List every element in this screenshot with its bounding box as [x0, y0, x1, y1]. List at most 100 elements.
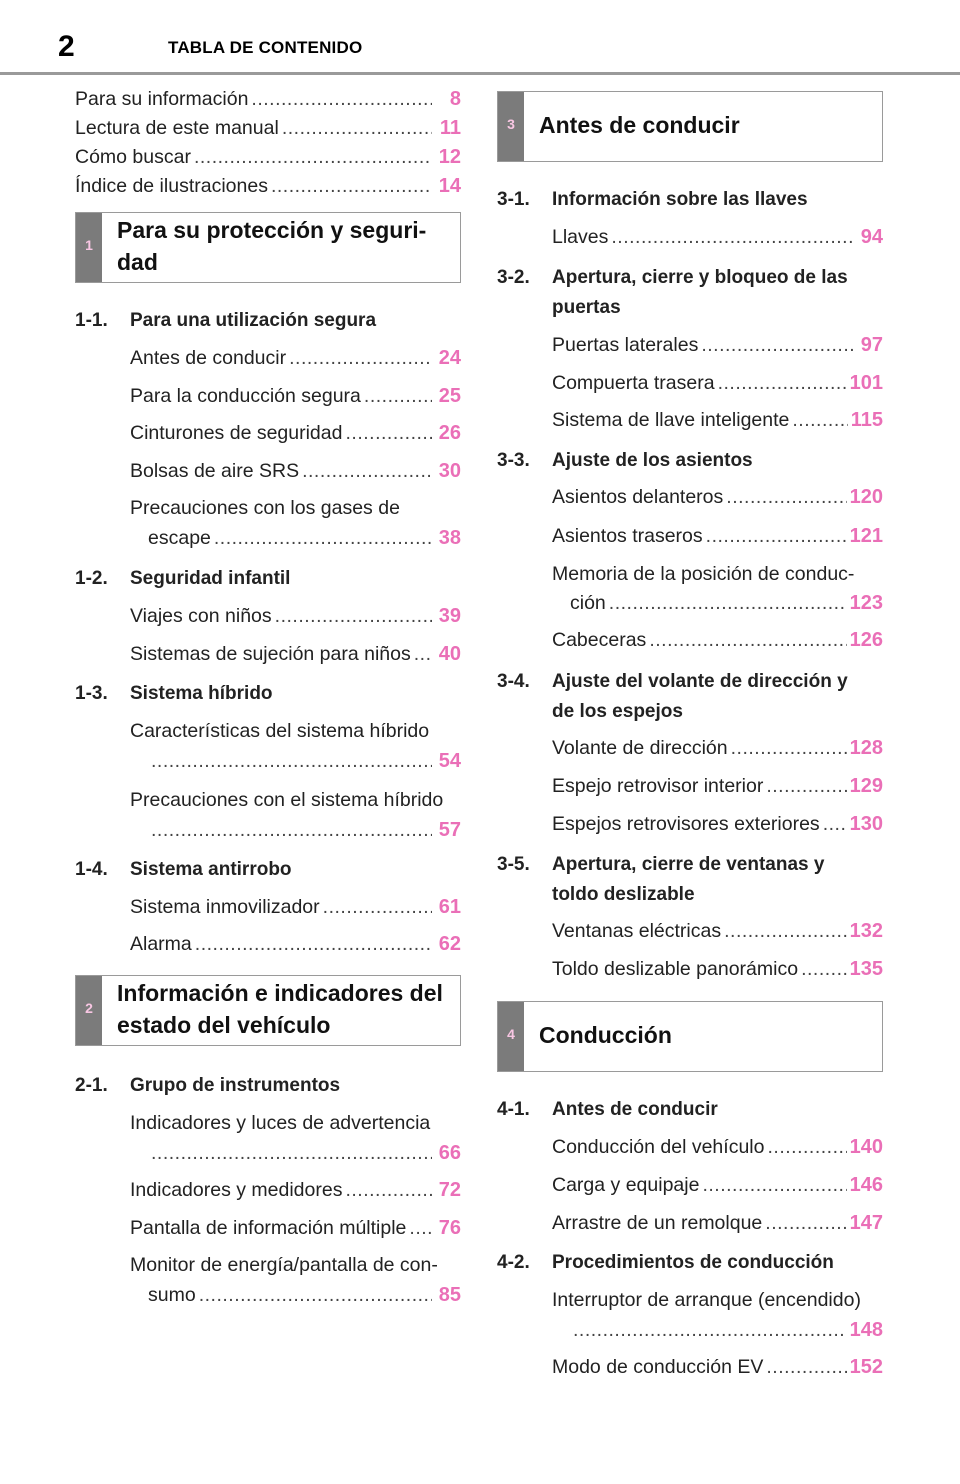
- section-heading: 3-3.Ajuste de los asientos: [497, 450, 753, 471]
- toc-entry[interactable]: Pantalla de información múltiple76: [130, 1216, 461, 1240]
- page-link: 140: [849, 1136, 883, 1158]
- chapter-title: estado del vehículo: [117, 1012, 331, 1038]
- page-link: 128: [849, 737, 883, 759]
- toc-entry[interactable]: Llaves94: [552, 225, 883, 249]
- toc-entry-line: Características del sistema híbrido: [130, 720, 430, 742]
- chapter-tab: 2: [76, 976, 102, 1045]
- toc-entry[interactable]: Espejo retrovisor interior129: [552, 774, 883, 798]
- section-heading: 3-1.Información sobre las llaves: [497, 189, 808, 210]
- page-link: 123: [849, 592, 883, 614]
- page-link: 57: [438, 819, 461, 841]
- page-link: 148: [849, 1319, 883, 1341]
- page-link: 76: [438, 1217, 461, 1239]
- chapter-tab: 1: [76, 213, 102, 282]
- page-link: 30: [438, 460, 461, 482]
- page-link: 152: [849, 1356, 883, 1378]
- toc-entry[interactable]: Indicadores y medidores72: [130, 1178, 461, 1202]
- section-heading: 1-3.Sistema híbrido: [75, 683, 273, 704]
- toc-entry[interactable]: Sistemas de sujeción para niños40: [130, 642, 461, 666]
- toc-entry[interactable]: 148: [570, 1318, 883, 1342]
- toc-entry[interactable]: Lectura de este manual11: [75, 116, 461, 140]
- page-link: 38: [438, 527, 461, 549]
- section-heading: 1-1.Para una utilización segura: [75, 310, 377, 331]
- page-link: 97: [860, 334, 883, 356]
- section-heading-cont: puertas: [552, 297, 621, 318]
- toc-entry-line: Interruptor de arranque (encendido): [552, 1289, 861, 1311]
- toc-entry[interactable]: Espejos retrovisores exteriores130: [552, 812, 883, 836]
- page-link: 66: [438, 1142, 461, 1164]
- section-heading: 1-2.Seguridad infantil: [75, 568, 291, 589]
- toc-entry[interactable]: 54: [148, 749, 461, 773]
- toc-entry[interactable]: Carga y equipaje146: [552, 1173, 883, 1197]
- section-heading: 2-1.Grupo de instrumentos: [75, 1075, 341, 1096]
- page-link: 14: [438, 175, 461, 197]
- chapter-title: dad: [117, 249, 158, 275]
- page-link: 61: [438, 896, 461, 918]
- chapter-title: Antes de conducir: [539, 112, 740, 138]
- section-heading: 1-4.Sistema antirrobo: [75, 859, 292, 880]
- page-link: 54: [438, 750, 461, 772]
- page-link: 121: [849, 525, 883, 547]
- toc-entry[interactable]: Para la conducción segura25: [130, 384, 461, 408]
- chapter-box-1: 1 Para su protección y seguri- dad: [75, 212, 461, 283]
- toc-entry-line: Memoria de la posición de conduc-: [552, 563, 855, 585]
- toc-entry[interactable]: sumo85: [148, 1283, 461, 1307]
- toc-entry[interactable]: Cabeceras126: [552, 628, 883, 652]
- chapter-tab: 4: [498, 1002, 524, 1071]
- toc-entry[interactable]: Compuerta trasera101: [552, 371, 883, 395]
- chapter-title: Conducción: [539, 1022, 672, 1048]
- toc-entry-line: Indicadores y luces de advertencia: [130, 1112, 431, 1134]
- toc-entry[interactable]: Puertas laterales97: [552, 333, 883, 357]
- toc-entry[interactable]: Conducción del vehículo140: [552, 1135, 883, 1159]
- page-link: 11: [439, 117, 461, 139]
- page-link: 72: [438, 1179, 461, 1201]
- section-heading-cont: toldo deslizable: [552, 884, 695, 905]
- toc-entry[interactable]: Asientos traseros121: [552, 524, 883, 548]
- page-link: 25: [438, 385, 461, 407]
- toc-entry[interactable]: 66: [148, 1141, 461, 1165]
- section-heading: 3-5.Apertura, cierre de ventanas y: [497, 854, 825, 875]
- toc-entry[interactable]: Antes de conducir24: [130, 346, 461, 370]
- page-number: 2: [58, 30, 75, 63]
- toc-entry[interactable]: Toldo deslizable panorámico135: [552, 957, 883, 981]
- toc-entry[interactable]: Para su información8: [75, 87, 461, 111]
- section-heading: 4-1.Antes de conducir: [497, 1099, 718, 1120]
- toc-entry[interactable]: Bolsas de aire SRS30: [130, 459, 461, 483]
- toc-entry[interactable]: Sistema inmovilizador61: [130, 895, 461, 919]
- page-link: 8: [449, 88, 461, 110]
- page-link: 135: [849, 958, 883, 980]
- toc-entry-line: Monitor de energía/pantalla de con-: [130, 1254, 438, 1276]
- toc-entry[interactable]: escape38: [148, 526, 461, 550]
- toc-entry[interactable]: Cinturones de seguridad26: [130, 421, 461, 445]
- page-link: 24: [438, 347, 461, 369]
- toc-entry[interactable]: Viajes con niños39: [130, 604, 461, 628]
- toc-entry[interactable]: 57: [148, 818, 461, 842]
- page-link: 129: [849, 775, 883, 797]
- page-link: 62: [438, 933, 461, 955]
- toc-entry[interactable]: ción123: [570, 591, 883, 615]
- page-link: 101: [849, 372, 883, 394]
- toc-entry[interactable]: Ventanas eléctricas132: [552, 919, 883, 943]
- chapter-box-3: 3 Antes de conducir: [497, 91, 883, 162]
- chapter-title: Información e indicadores del: [117, 980, 443, 1006]
- toc-entry[interactable]: Índice de ilustraciones14: [75, 174, 461, 198]
- toc-entry[interactable]: Cómo buscar12: [75, 145, 461, 169]
- toc-entry-line: Precauciones con el sistema híbrido: [130, 789, 444, 811]
- page-link: 115: [850, 409, 883, 431]
- toc-entry[interactable]: Sistema de llave inteligente115: [552, 408, 883, 432]
- page-title: TABLA DE CONTENIDO: [168, 38, 363, 57]
- page-link: 146: [849, 1174, 883, 1196]
- toc-entry[interactable]: Arrastre de un remolque147: [552, 1211, 883, 1235]
- toc-entry[interactable]: Alarma62: [130, 932, 461, 956]
- page-link: 132: [849, 920, 883, 942]
- toc-entry[interactable]: Volante de dirección128: [552, 736, 883, 760]
- section-heading: 3-4.Ajuste del volante de dirección y: [497, 671, 848, 692]
- page-link: 147: [849, 1212, 883, 1234]
- chapter-tab: 3: [498, 92, 524, 161]
- toc-entry[interactable]: Asientos delanteros120: [552, 485, 883, 509]
- section-heading: 3-2.Apertura, cierre y bloqueo de las: [497, 267, 848, 288]
- header-divider: [0, 72, 960, 75]
- toc-entry[interactable]: Modo de conducción EV152: [552, 1355, 883, 1379]
- chapter-box-2: 2 Información e indicadores del estado d…: [75, 975, 461, 1046]
- page-link: 120: [849, 486, 883, 508]
